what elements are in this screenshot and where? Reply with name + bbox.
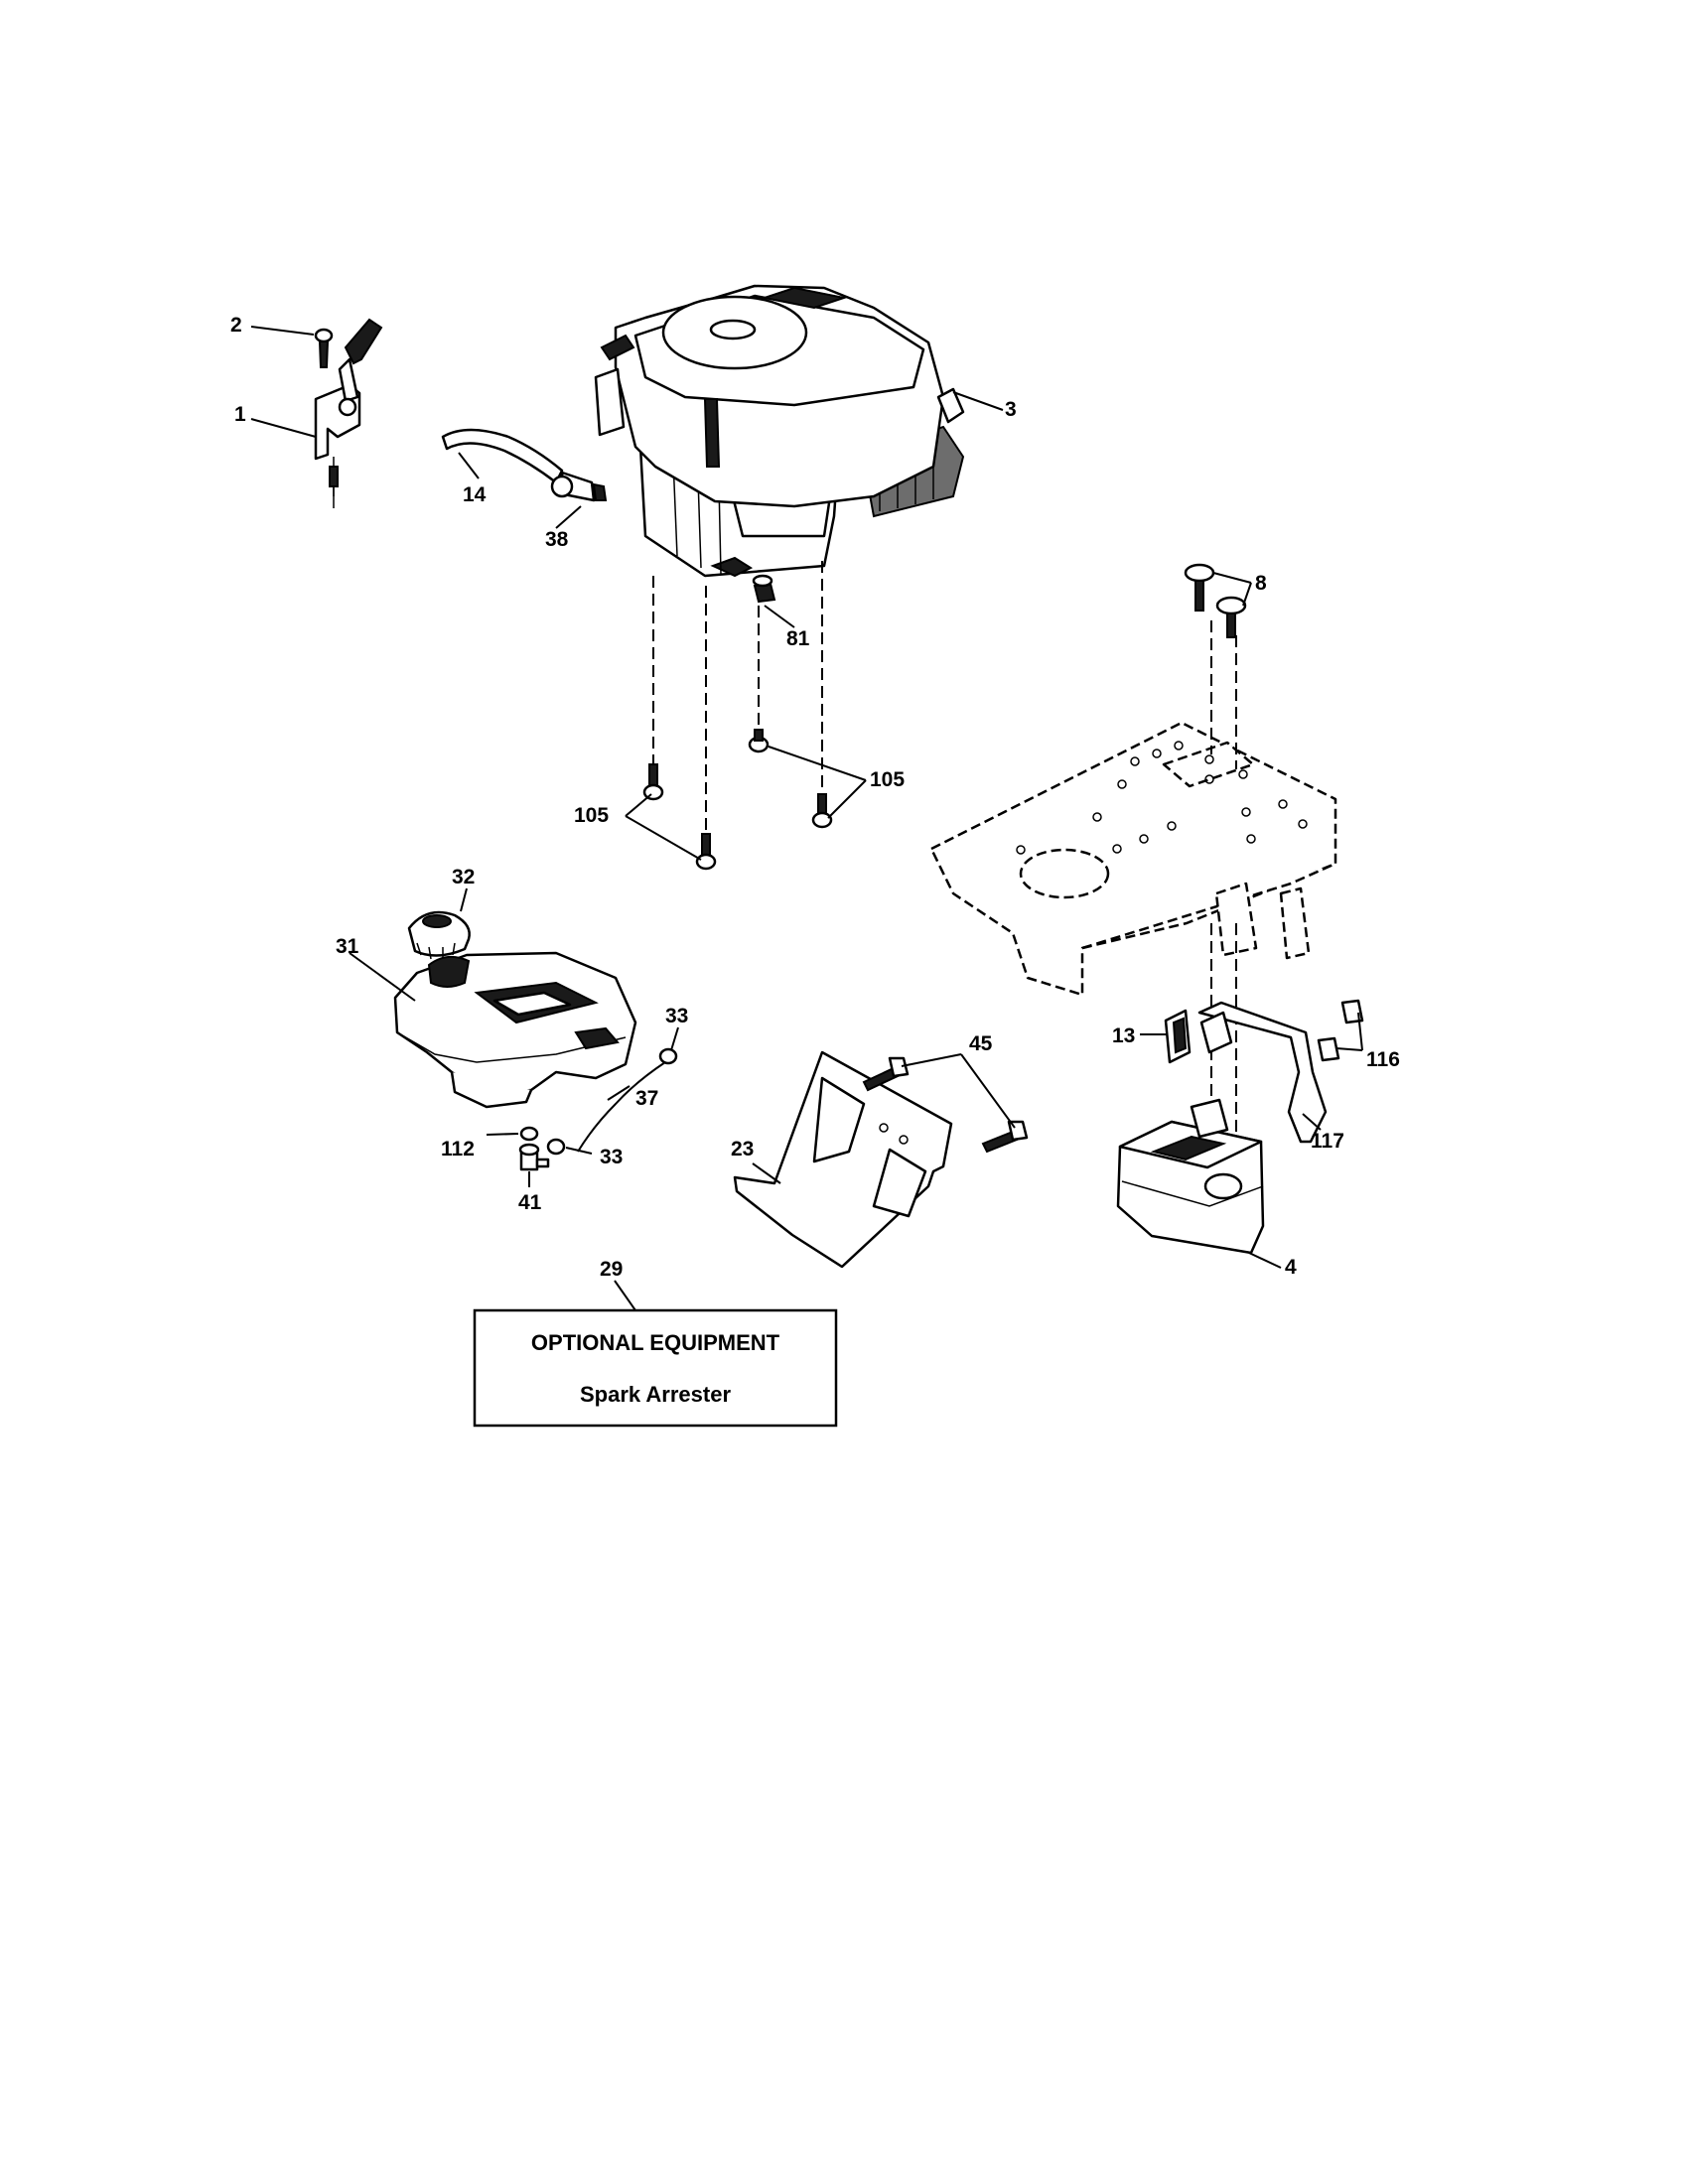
tractor-frame [929,721,1337,997]
callout-45: 45 [969,1032,993,1055]
callout-13: 13 [1112,1024,1135,1047]
callout-29: 29 [600,1258,623,1281]
callout-105-right: 105 [870,768,905,791]
callout-116: 116 [1366,1048,1400,1071]
callout-2: 2 [230,314,242,337]
callout-32: 32 [452,866,475,888]
bolt-105-a [642,763,664,801]
optional-equipment-title: OPTIONAL EQUIPMENT [531,1330,780,1355]
callout-31: 31 [336,935,359,958]
callout-1: 1 [234,403,246,426]
fuel-tank-31 [393,951,637,1109]
bolt-105-c [748,729,770,753]
callout-3: 3 [1005,398,1017,421]
heat-shield-23 [733,1050,953,1269]
fuel-cap-32 [407,910,471,960]
engine-3 [594,284,965,578]
callout-23: 23 [731,1138,754,1160]
callout-38: 38 [545,528,569,551]
bolt-8-a [1184,563,1215,612]
callout-112: 112 [441,1138,475,1160]
callout-37: 37 [635,1087,658,1110]
callout-105-left: 105 [574,804,609,827]
callout-33-top: 33 [665,1005,688,1027]
nut-116-a [1340,999,1364,1024]
callout-4: 4 [1285,1256,1297,1279]
callout-labels: 2 1 3 14 38 81 8 105 105 32 31 33 45 13 … [230,314,1400,1281]
throttle-control [314,318,383,508]
muffler-4 [1116,1098,1265,1255]
exhaust-pipe-117 [1197,1001,1328,1144]
leader-lines [250,326,1363,1311]
nut-81 [752,574,776,604]
callout-81: 81 [786,627,810,650]
callout-8: 8 [1255,572,1267,595]
screw-2 [314,328,334,368]
screw-45-a [862,1056,910,1092]
screw-45-b [981,1120,1029,1154]
grommet-112 [519,1126,539,1142]
clamp-33-b [546,1138,566,1156]
fuel-hose-14 [441,428,564,484]
optional-equipment-box: OPTIONAL EQUIPMENT Spark Arrester [473,1308,838,1428]
nut-116-b [1317,1036,1340,1062]
callout-33-bottom: 33 [600,1146,623,1168]
callout-14: 14 [463,483,487,506]
fitting-41 [518,1143,550,1171]
callout-117: 117 [1311,1130,1344,1153]
bolt-105-b [695,833,717,871]
spark-arrester-label: Spark Arrester [580,1382,731,1407]
fuel-line-37 [577,1061,666,1153]
gasket-13 [1164,1009,1192,1064]
fuel-fitting-38 [550,471,608,502]
bolt-8-b [1215,596,1247,638]
bolt-105-d [811,793,833,829]
callout-41: 41 [518,1191,542,1214]
clamp-33-a [658,1047,678,1065]
